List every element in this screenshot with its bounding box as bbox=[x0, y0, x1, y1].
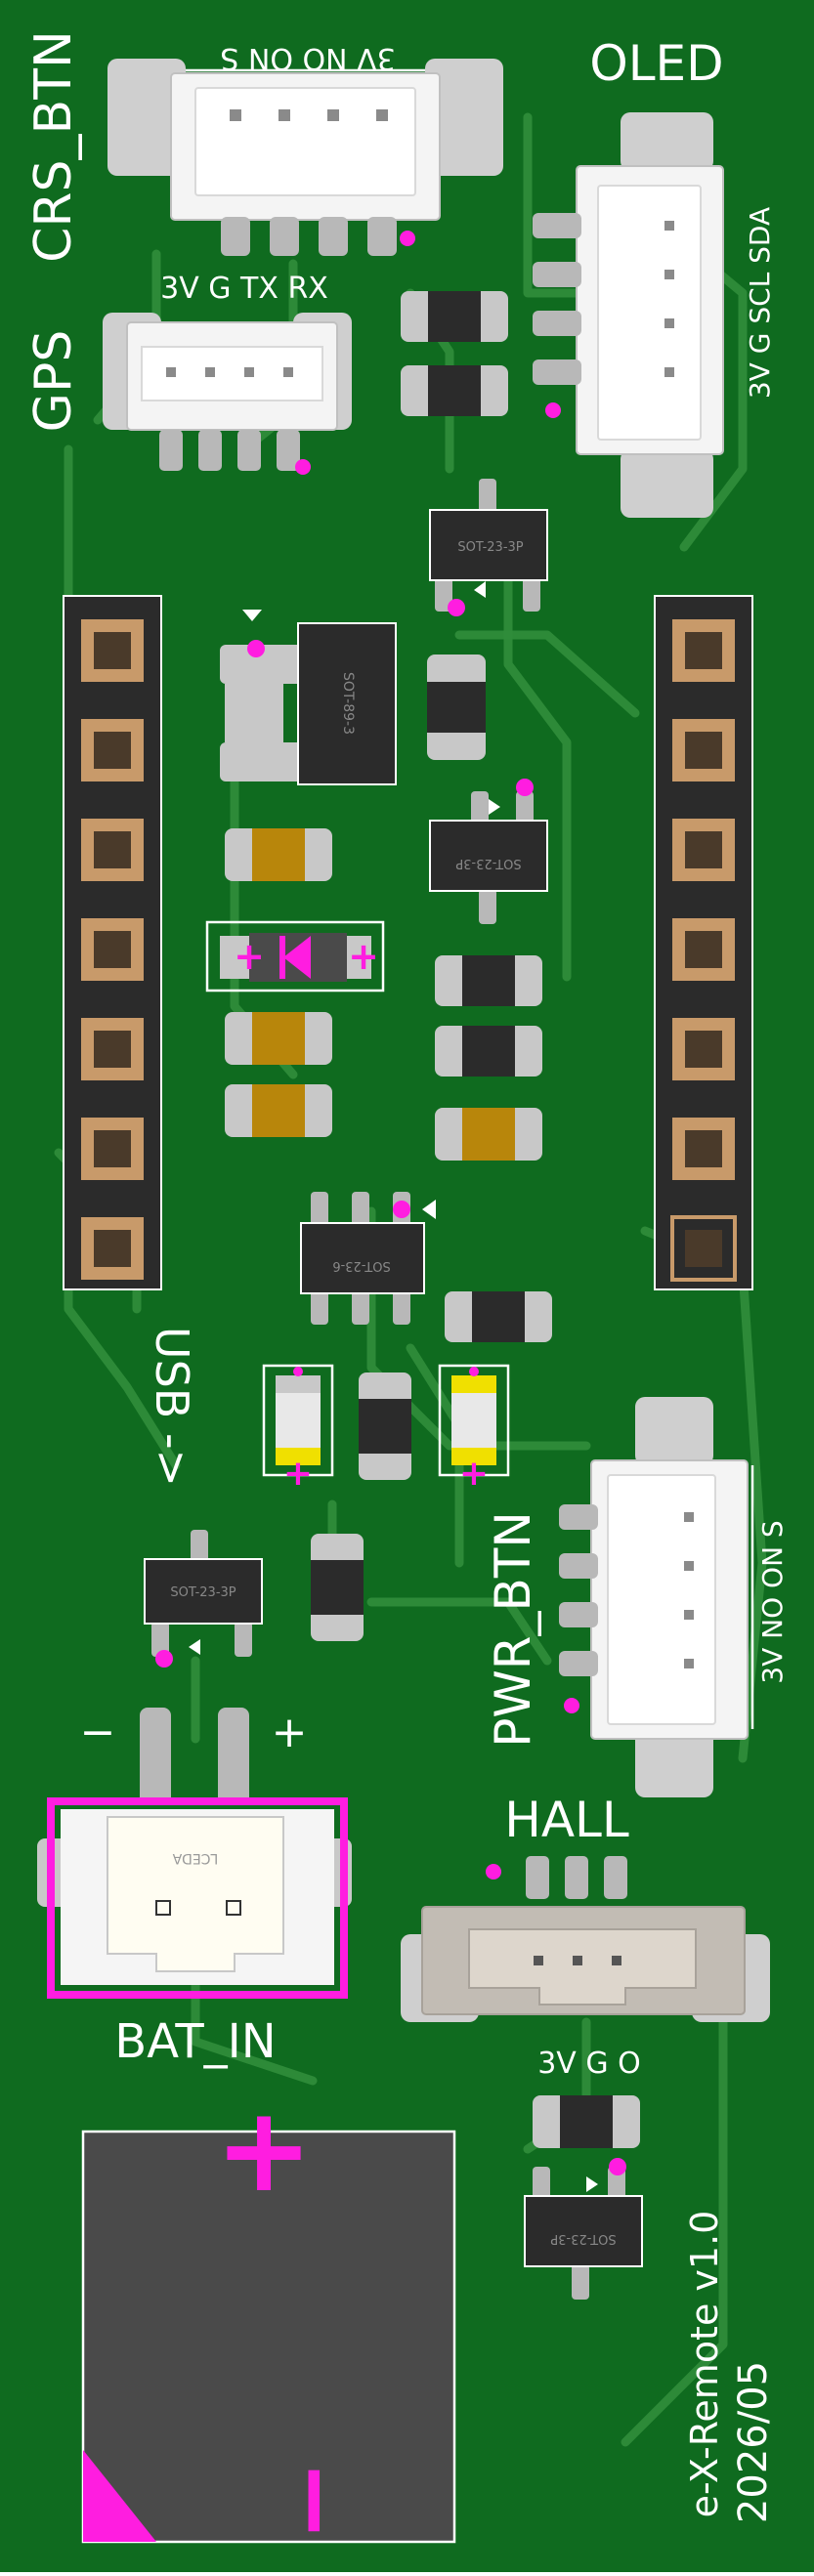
diode: + + bbox=[205, 920, 385, 992]
pwr-btn-label: PWR_BTN bbox=[485, 1511, 541, 1748]
capacitor-c3 bbox=[225, 1084, 332, 1137]
capacitor-c1 bbox=[225, 828, 332, 881]
resistor-r9 bbox=[533, 2095, 640, 2148]
capacitor-c2 bbox=[225, 1012, 332, 1065]
bat-in-connector bbox=[37, 1708, 352, 1999]
gps-pin-labels: 3V G TX RX bbox=[160, 272, 328, 306]
bat-connector-text: LCEDA bbox=[172, 1850, 218, 1866]
pwr-btn-connector bbox=[559, 1397, 754, 1797]
sot23-transistor-a bbox=[429, 479, 548, 616]
resistor-r7 bbox=[359, 1372, 411, 1480]
hall-label: HALL bbox=[504, 1792, 629, 1848]
bat-minus-label: − bbox=[80, 1708, 116, 1757]
sot89-package-label: SOT-89-3 bbox=[340, 672, 356, 735]
gps-connector bbox=[103, 313, 352, 475]
resistor-r2 bbox=[401, 365, 508, 416]
sot89-regulator bbox=[220, 610, 397, 785]
oled-label: OLED bbox=[589, 35, 723, 92]
oled-connector bbox=[533, 112, 724, 518]
left-pin-header bbox=[63, 595, 162, 1290]
resistor-r8 bbox=[311, 1534, 364, 1641]
oled-pin-labels: 3V G SCL SDA bbox=[744, 207, 776, 399]
sot23-6-package-label: SOT-23-6 bbox=[332, 1258, 390, 1273]
crs-btn-label: CRS_BTN bbox=[24, 30, 83, 263]
svg-text:+: + bbox=[459, 1454, 489, 1494]
sot23-c-package-label: SOT-23-3P bbox=[170, 1585, 236, 1600]
svg-text:+: + bbox=[234, 935, 265, 978]
pwr-btn-pin-labels: 3V NO ON S bbox=[756, 1520, 789, 1683]
bat-plus-label: + bbox=[272, 1708, 308, 1757]
resistor-r4 bbox=[435, 955, 542, 1006]
resistor-r6 bbox=[445, 1291, 552, 1342]
hall-pin-labels: 3V G O bbox=[537, 2047, 641, 2081]
led-1: + bbox=[262, 1364, 334, 1494]
board-title: e-X-Remote v1.0 bbox=[683, 2211, 726, 2518]
crs-btn-pin-labels: 3V NO ON S bbox=[220, 41, 395, 75]
hall-connector bbox=[401, 1856, 770, 2022]
sot23-a-package-label: SOT-23-3P bbox=[457, 540, 523, 555]
board-date: 2026/05 bbox=[731, 2361, 776, 2523]
coin-cell-pad bbox=[81, 2130, 456, 2544]
sot23-transistor-d bbox=[524, 2158, 643, 2300]
sot23-transistor-c bbox=[144, 1530, 263, 1668]
sot23-b-package-label: SOT-23-3P bbox=[455, 856, 521, 870]
svg-text:+: + bbox=[348, 935, 379, 978]
capacitor-c4 bbox=[435, 1108, 542, 1161]
coin-plus-label: + bbox=[215, 2083, 314, 2218]
resistor-r5 bbox=[435, 1026, 542, 1077]
svg-text:+: + bbox=[283, 1454, 313, 1494]
resistor-r1 bbox=[401, 291, 508, 342]
crs-btn-connector bbox=[107, 59, 503, 256]
usb-label: USB -> bbox=[146, 1327, 198, 1487]
coin-minus-label: − bbox=[260, 2460, 374, 2542]
left-header-pads bbox=[81, 619, 144, 1280]
bat-in-label: BAT_IN bbox=[114, 2014, 276, 2069]
resistor-r3 bbox=[427, 655, 486, 760]
right-pin-header bbox=[654, 595, 753, 1290]
led-2: + bbox=[438, 1364, 510, 1494]
gps-label: GPS bbox=[24, 330, 83, 433]
sot23-6-ic bbox=[300, 1192, 436, 1325]
sot23-transistor-b bbox=[429, 779, 548, 924]
sot23-d-package-label: SOT-23-3P bbox=[550, 2231, 616, 2246]
